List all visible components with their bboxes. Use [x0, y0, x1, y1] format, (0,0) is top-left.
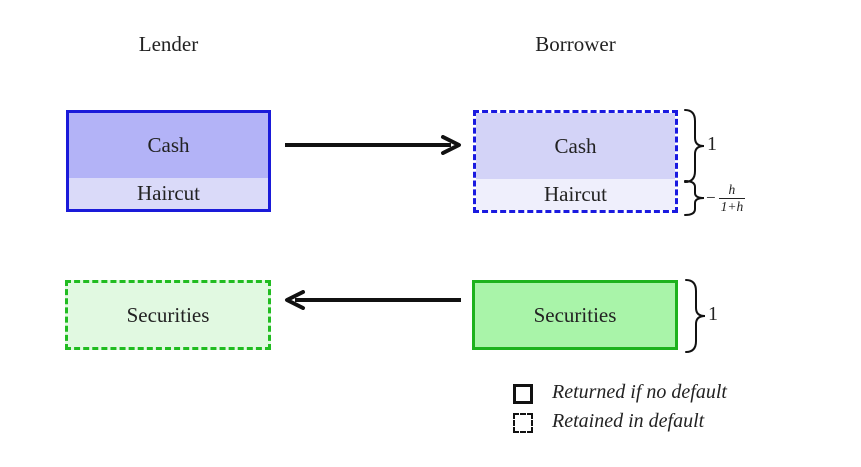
legend-dashed-label: Retained in default [552, 410, 705, 432]
legend-solid-label: Returned if no default [552, 381, 727, 403]
cash-flow-arrow [285, 135, 461, 155]
lender-column-label: Lender [138, 32, 199, 56]
haircut-minus-sign: − [706, 188, 716, 207]
legend-dashed-swatch-icon [513, 413, 533, 433]
haircut-fraction: h 1+h [718, 181, 746, 214]
legend-solid-swatch-icon [513, 384, 533, 404]
borrower-securities-box: Securities [472, 280, 678, 350]
lender-haircut-label: Haircut [137, 181, 200, 205]
securities-brace-value: 1 [708, 303, 718, 325]
lender-securities-box: Securities [65, 280, 271, 350]
cash-brace-value: 1 [707, 133, 717, 155]
borrower-securities-label: Securities [533, 302, 617, 327]
borrower-haircut-label: Haircut [544, 182, 607, 206]
borrower-column-label: Borrower [535, 32, 616, 56]
borrower-cash-box: Cash Haircut [473, 110, 678, 213]
securities-brace [685, 279, 706, 353]
cash-brace [684, 109, 705, 183]
haircut-fraction-denominator: 1+h [718, 197, 746, 214]
lender-haircut-segment: Haircut [69, 178, 268, 209]
borrower-cash-label: Cash [554, 133, 597, 158]
borrower-haircut-segment: Haircut [476, 179, 675, 210]
borrower-cash-segment: Cash [476, 113, 675, 179]
lender-cash-label: Cash [147, 133, 190, 157]
lender-securities-label: Securities [126, 302, 210, 327]
haircut-fraction-numerator: h [728, 181, 736, 197]
haircut-brace [684, 180, 705, 216]
lender-cash-segment: Cash [69, 113, 268, 178]
lender-cash-box: Cash Haircut [66, 110, 271, 212]
securities-flow-arrow [285, 290, 461, 310]
haircut-value: − h 1+h [706, 179, 746, 217]
